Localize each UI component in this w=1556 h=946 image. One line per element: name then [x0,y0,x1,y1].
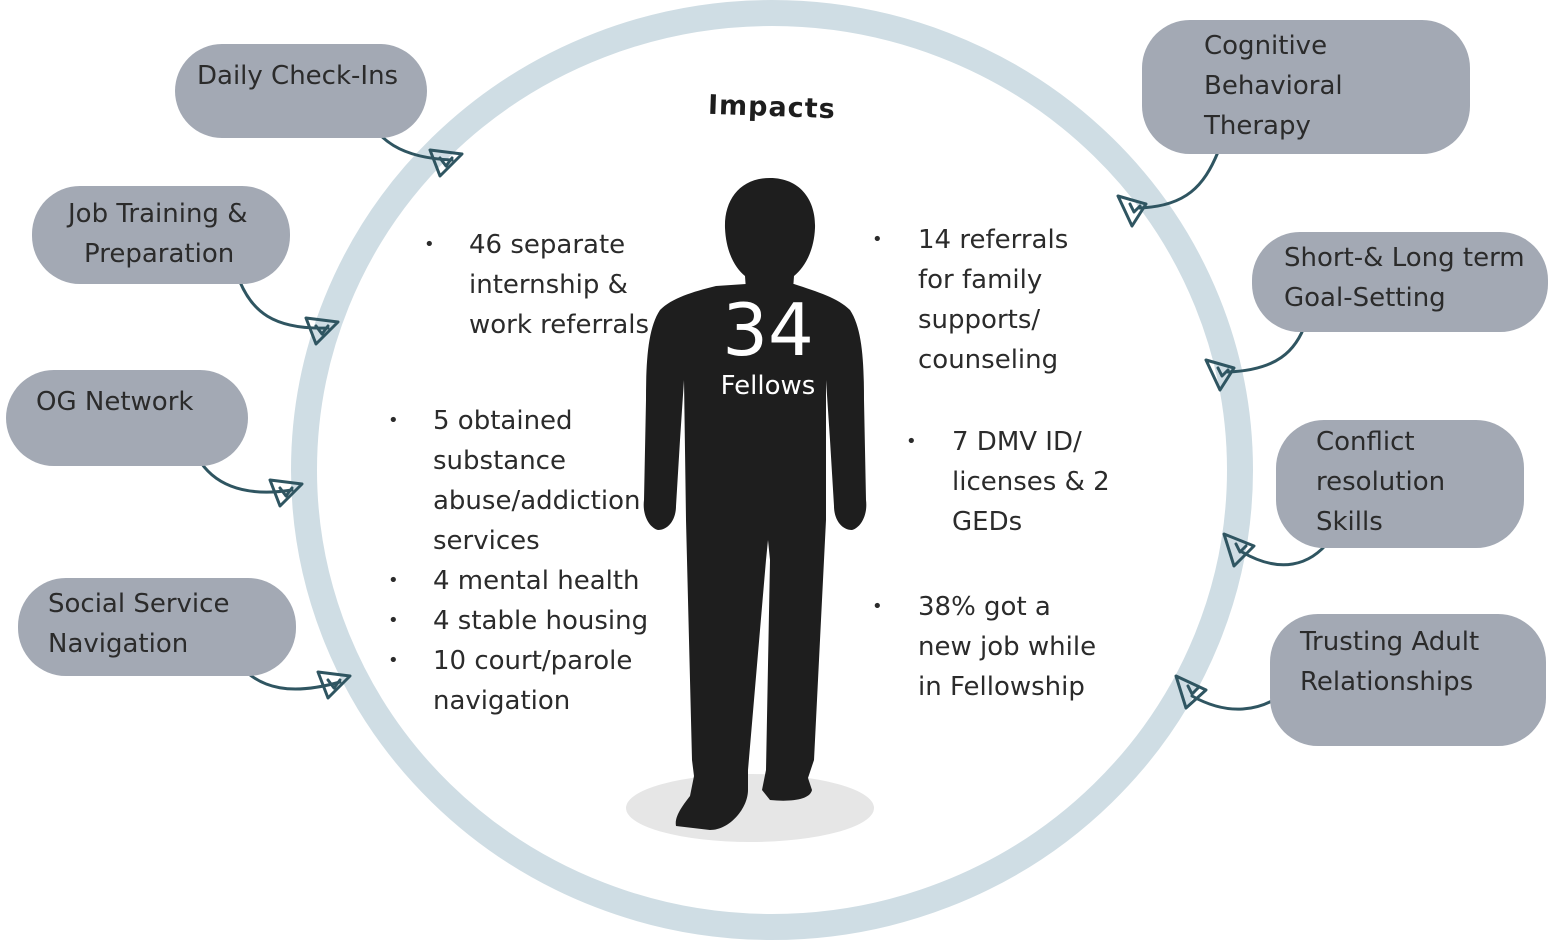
impacts-right-middle: 7 DMV ID/ licenses & 2 GEDs [906,422,1110,542]
pill-line: resolution [1316,467,1446,497]
figure-shadow [626,774,874,842]
impact-line: 14 referrals [918,225,1069,255]
support-trusting-adult: Trusting Adult Relationships [1270,614,1546,746]
impact-item: 14 referrals for family supports/ counse… [872,220,1069,380]
impact-line: GEDs [952,507,1023,537]
impact-line: 38% got a [918,592,1051,622]
outer-ring [291,0,1253,940]
pill-line: Skills [1316,507,1383,537]
impact-line: navigation [433,686,571,716]
pill-line: Social Service [48,589,230,619]
pill-line: OG Network [36,387,194,417]
impact-item: 4 stable housing [388,601,649,641]
impact-line: 10 court/parole [433,646,633,676]
impact-line: work referrals [469,310,650,340]
impacts-left-bottom: 5 obtained substance abuse/addiction ser… [388,401,649,721]
impact-line: licenses & 2 [952,467,1110,497]
diagram-title: Impacts [707,89,837,126]
arrow-og-network [196,456,304,508]
impact-line: 4 mental health [433,566,640,596]
impact-line: 7 DMV ID/ [952,427,1082,457]
impact-item: 7 DMV ID/ licenses & 2 GEDs [906,422,1110,542]
support-job-training: Job Training & Preparation [32,186,290,284]
arrow-cognitive-behavioral [1116,150,1220,228]
impacts-left-top: 46 separate internship & work referrals [424,225,650,345]
impact-line: in Fellowship [918,672,1085,702]
impact-line: 46 separate [469,230,626,260]
impact-line: abuse/addiction [433,486,641,516]
pill-line: Cognitive [1204,31,1328,61]
impact-line: substance [433,446,566,476]
fellows-count: 34 [722,288,814,372]
arrow-job-training [238,280,340,346]
impact-line: services [433,526,540,556]
person-silhouette [643,178,867,830]
pill-line: Navigation [48,629,189,659]
impact-line: new job while [918,632,1097,662]
support-og-network: OG Network [6,370,248,466]
pill-line: Job Training & [68,199,248,229]
impact-line: for family [918,265,1043,295]
impact-item: 4 mental health [388,561,648,601]
impact-line: counseling [918,345,1059,375]
pill-line: Conflict [1316,427,1415,457]
pill-line: Preparation [84,239,235,269]
pill-line: Daily Check-Ins [197,61,399,91]
impact-line: internship & [469,270,628,300]
impact-item: 38% got a new job while in Fellowship [872,587,1097,707]
impact-item: 5 obtained substance abuse/addiction ser… [388,401,648,561]
support-goal-setting: Short-& Long term Goal-Setting [1252,232,1548,332]
impacts-right-top: 14 referrals for family supports/ counse… [872,220,1069,380]
support-conflict-resolution: Conflict resolution Skills [1276,420,1524,548]
pill-line: Trusting Adult [1300,627,1480,657]
pill-line: Behavioral [1204,71,1343,101]
pill-line: Therapy [1204,111,1311,141]
impacts-right-bottom: 38% got a new job while in Fellowship [872,587,1097,707]
impact-item: 46 separate internship & work referrals [424,225,650,345]
pill-line: Relationships [1300,667,1474,697]
fellows-label: Fellows [720,371,816,401]
impact-item: 10 court/parole navigation [388,641,648,721]
pill-line: Short-& Long term [1284,243,1525,273]
impact-line: supports/ [918,305,1041,335]
impact-line: 4 stable housing [433,606,649,636]
pill-line: Goal-Setting [1284,283,1446,313]
support-social-service: Social Service Navigation [18,578,296,676]
impact-line: 5 obtained [433,406,573,436]
support-daily-check-ins: Daily Check-Ins [175,44,427,138]
support-cognitive-behavioral: Cognitive Behavioral Therapy [1142,20,1470,154]
